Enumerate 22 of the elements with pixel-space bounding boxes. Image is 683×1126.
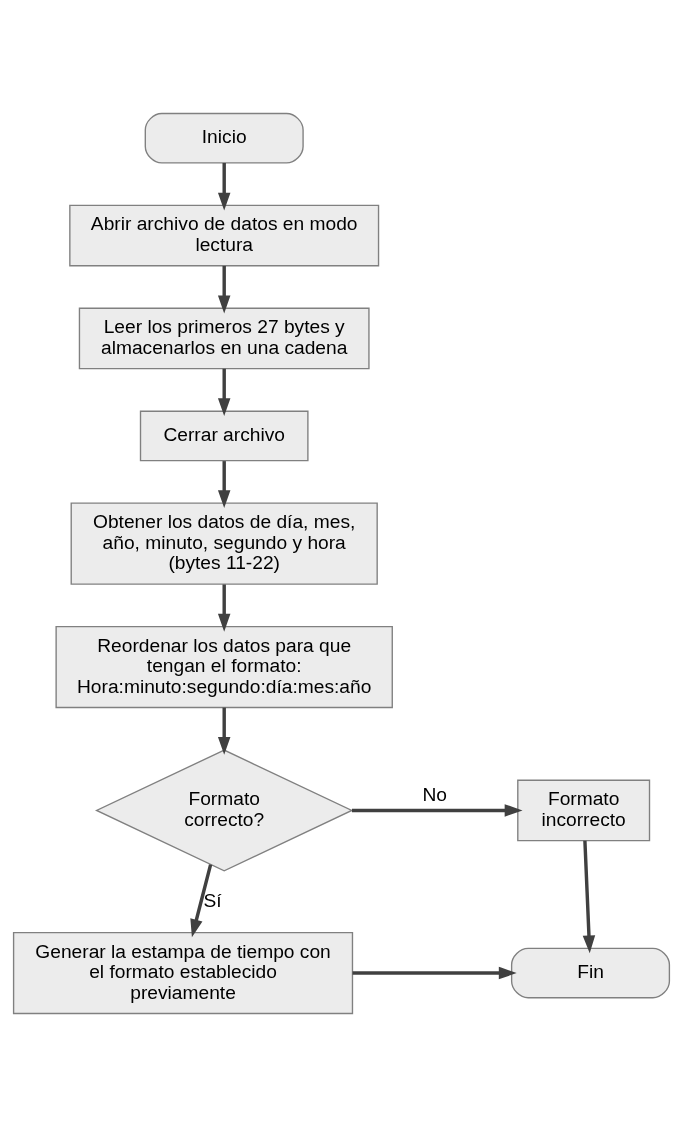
- arrow: [352, 966, 517, 979]
- arrow: [582, 840, 596, 953]
- edge-label: No: [422, 783, 448, 805]
- arrow: [217, 265, 231, 313]
- arrow: [217, 368, 231, 416]
- node-diamond: Formato correcto?: [95, 748, 354, 872]
- arrow: [217, 162, 231, 211]
- node-box: Formato incorrecto: [517, 779, 651, 841]
- node-box: Abrir archivo de datos en modo lectura: [69, 204, 380, 266]
- node-box: Leer los primeros 27 bytes y almacenarlos en una cadena: [78, 307, 370, 369]
- node-box: Inicio: [144, 112, 304, 164]
- edge-label: Sí: [203, 889, 222, 911]
- node-box: Cerrar archivo: [139, 410, 309, 461]
- node-box: Fin: [510, 947, 671, 998]
- arrow: [217, 584, 231, 632]
- node-box: Generar la estampa de tiempo con el formato establecido previamente: [12, 931, 354, 1014]
- arrow: [217, 460, 231, 508]
- node-box: Obtener los datos de día, mes, año, minuto, segundo y hora (bytes 11-22): [70, 501, 378, 585]
- node-box: Reordenar los datos para que tengan el formato: Hora:minuto:segundo:día:mes:año: [55, 625, 393, 708]
- arrow: [217, 707, 231, 755]
- arrow: [190, 863, 213, 937]
- arrow: [351, 803, 523, 817]
